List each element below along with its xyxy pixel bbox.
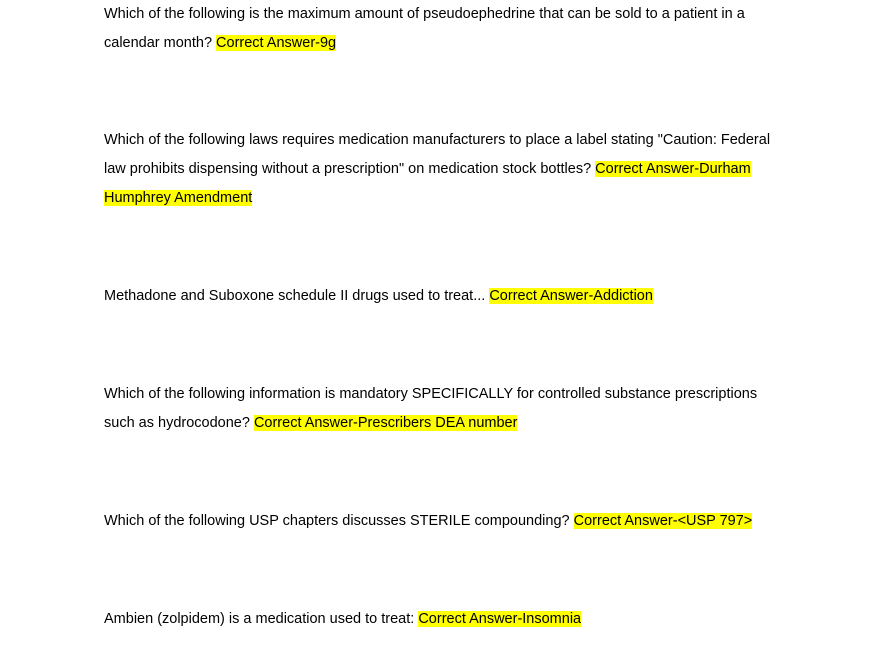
qa-item-3: Methadone and Suboxone schedule II drugs…	[104, 282, 784, 311]
qa-item-1: Which of the following is the maximum am…	[104, 0, 784, 58]
question-text: Ambien (zolpidem) is a medication used t…	[104, 611, 415, 627]
question-text: Which of the following USP chapters disc…	[104, 513, 570, 529]
answer-highlight: Correct Answer-<USP 797>	[573, 513, 753, 529]
question-text: Which of the following laws requires med…	[104, 132, 771, 177]
answer-highlight: Correct Answer-Prescribers DEA number	[253, 415, 518, 431]
answer-highlight: Correct Answer-Addiction	[489, 288, 653, 304]
qa-item-6: Ambien (zolpidem) is a medication used t…	[104, 605, 784, 634]
answer-highlight: Correct Answer-9g	[216, 35, 337, 51]
question-text: Which of the following information is ma…	[104, 386, 758, 431]
qa-item-4: Which of the following information is ma…	[104, 380, 784, 438]
qa-item-2: Which of the following laws requires med…	[104, 126, 784, 213]
answer-highlight: Correct Answer-Insomnia	[418, 611, 582, 627]
question-text: Which of the following is the maximum am…	[104, 6, 745, 51]
question-text: Methadone and Suboxone schedule II drugs…	[104, 288, 486, 304]
qa-item-5: Which of the following USP chapters disc…	[104, 507, 784, 536]
